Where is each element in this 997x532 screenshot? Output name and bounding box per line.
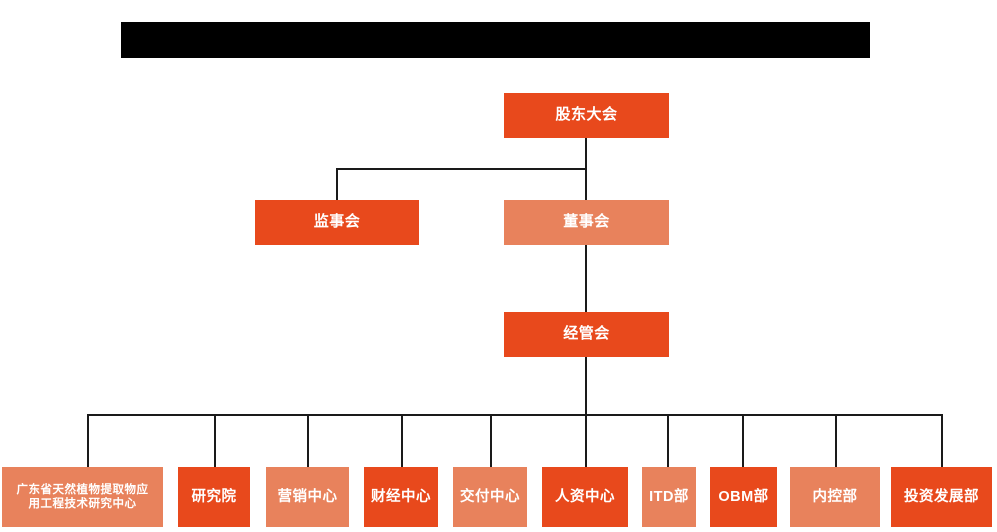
connector-drop-delivery xyxy=(490,414,492,467)
node-institute[interactable]: 研究院 xyxy=(178,467,250,527)
connector-drop-finance xyxy=(401,414,403,467)
node-internal-control-label: 内控部 xyxy=(812,488,858,505)
connector-drop-hr xyxy=(585,414,587,467)
connector-shareholders-stem xyxy=(585,138,587,170)
connector-management-stem xyxy=(585,357,587,415)
node-delivery-label: 交付中心 xyxy=(460,488,520,505)
connector-drop-obm xyxy=(742,414,744,467)
node-investment[interactable]: 投资发展部 xyxy=(891,467,992,527)
node-shareholders[interactable]: 股东大会 xyxy=(504,93,669,138)
connector-drop-institute xyxy=(214,414,216,467)
node-research-center[interactable]: 广东省天然植物提取物应 用工程技术研究中心 xyxy=(2,467,163,527)
node-itd-label: ITD部 xyxy=(649,488,689,505)
node-finance[interactable]: 财经中心 xyxy=(364,467,438,527)
connector-to-directors xyxy=(585,168,587,201)
node-finance-label: 财经中心 xyxy=(371,488,431,505)
connector-drop-marketing xyxy=(307,414,309,467)
node-itd[interactable]: ITD部 xyxy=(642,467,696,527)
node-management-label: 经管会 xyxy=(563,325,610,343)
node-directors-label: 董事会 xyxy=(563,213,610,231)
connector-drop-investment xyxy=(941,414,943,467)
node-obm[interactable]: OBM部 xyxy=(710,467,777,527)
connector-drop-itd xyxy=(667,414,669,467)
node-hr-label: 人资中心 xyxy=(555,488,615,505)
connector-directors-to-management xyxy=(585,245,587,313)
redacted-title-bar xyxy=(121,22,870,58)
connector-level4-bus xyxy=(87,414,943,416)
node-research-center-label: 广东省天然植物提取物应 用工程技术研究中心 xyxy=(16,483,149,510)
node-internal-control[interactable]: 内控部 xyxy=(790,467,880,527)
node-management[interactable]: 经管会 xyxy=(504,312,669,357)
node-supervisors[interactable]: 监事会 xyxy=(255,200,419,245)
connector-drop-research-center xyxy=(87,414,89,467)
node-directors[interactable]: 董事会 xyxy=(504,200,669,245)
node-delivery[interactable]: 交付中心 xyxy=(453,467,527,527)
node-hr[interactable]: 人资中心 xyxy=(542,467,628,527)
connector-drop-internal-control xyxy=(835,414,837,467)
node-marketing-label: 营销中心 xyxy=(277,488,338,505)
node-institute-label: 研究院 xyxy=(191,488,237,505)
node-obm-label: OBM部 xyxy=(718,488,769,505)
node-supervisors-label: 监事会 xyxy=(313,213,361,231)
node-investment-label: 投资发展部 xyxy=(904,488,979,505)
connector-to-supervisors xyxy=(336,168,338,201)
connector-level1-bus xyxy=(336,168,587,170)
node-shareholders-label: 股东大会 xyxy=(555,106,618,124)
node-marketing[interactable]: 营销中心 xyxy=(266,467,349,527)
